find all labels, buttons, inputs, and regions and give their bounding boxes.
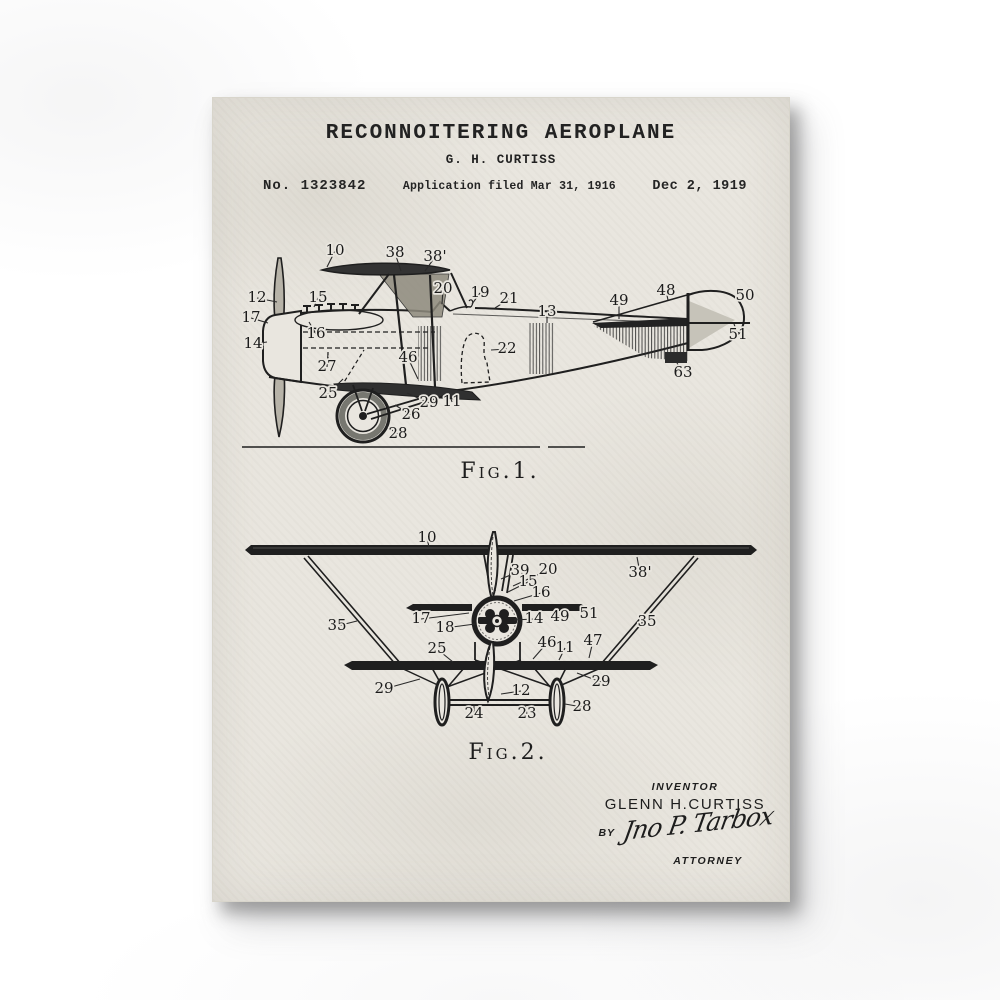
svg-text:25: 25 xyxy=(318,384,337,402)
lower-wing-front xyxy=(344,661,658,670)
svg-text:17: 17 xyxy=(241,308,260,326)
svg-text:46: 46 xyxy=(398,348,417,366)
svg-text:20: 20 xyxy=(433,279,452,297)
propeller-upper-blade xyxy=(486,531,499,604)
svg-text:38': 38' xyxy=(628,563,651,581)
application-filed: Application filed Mar 31, 1916 xyxy=(402,180,616,193)
svg-text:39: 39 xyxy=(510,561,529,579)
svg-text:51: 51 xyxy=(728,325,747,343)
svg-text:15: 15 xyxy=(308,288,327,306)
svg-text:28: 28 xyxy=(572,697,591,715)
fig1-caption: Fig.1. xyxy=(460,459,540,484)
svg-text:27: 27 xyxy=(317,357,336,375)
by-label: BY xyxy=(598,827,616,839)
svg-text:35: 35 xyxy=(637,612,656,630)
engine-front xyxy=(471,595,523,647)
patent-author: G. H. CURTISS xyxy=(445,153,557,167)
patent-poster: RECONNOITERING AEROPLANE G. H. CURTISS N… xyxy=(212,97,790,902)
upper-wing-side xyxy=(319,262,468,388)
svg-text:17: 17 xyxy=(411,609,430,627)
svg-text:47: 47 xyxy=(583,631,602,649)
svg-text:15: 15 xyxy=(518,572,537,590)
svg-text:10: 10 xyxy=(325,241,344,259)
svg-text:19: 19 xyxy=(470,283,489,301)
patent-number: No. 1323842 xyxy=(263,178,367,194)
svg-text:29: 29 xyxy=(419,393,438,411)
propeller-lower-blade xyxy=(483,641,496,704)
svg-text:38: 38 xyxy=(385,243,404,261)
svg-text:28: 28 xyxy=(388,424,407,442)
tail-side xyxy=(592,289,750,363)
inventor-label: INVENTOR xyxy=(651,781,719,793)
fuselage-front xyxy=(474,642,521,660)
inventor-name: GLENN H.CURTISS xyxy=(604,796,766,813)
svg-text:11: 11 xyxy=(442,392,461,410)
interplane-struts xyxy=(303,555,699,688)
svg-text:21: 21 xyxy=(499,289,518,307)
svg-text:11: 11 xyxy=(555,638,574,656)
patent-date: Dec 2, 1919 xyxy=(652,179,747,194)
svg-text:51: 51 xyxy=(579,604,598,622)
svg-text:14: 14 xyxy=(243,334,262,352)
patent-title: RECONNOITERING AEROPLANE xyxy=(325,122,677,145)
svg-text:24: 24 xyxy=(464,704,483,722)
svg-text:13: 13 xyxy=(537,302,556,320)
svg-text:14: 14 xyxy=(524,609,543,627)
fig2-caption: Fig.2. xyxy=(468,740,548,765)
svg-text:16: 16 xyxy=(306,324,325,342)
svg-text:48: 48 xyxy=(656,281,675,299)
svg-text:25: 25 xyxy=(427,639,446,657)
svg-text:46: 46 xyxy=(537,633,556,651)
signature-block: INVENTOR GLENN H.CURTISS BY Jno P. Tarbo… xyxy=(585,781,785,867)
top-wing-front xyxy=(245,545,757,555)
svg-text:63: 63 xyxy=(673,363,692,381)
poster-header: RECONNOITERING AEROPLANE G. H. CURTISS xyxy=(213,122,789,167)
svg-text:29: 29 xyxy=(591,672,610,690)
svg-text:22: 22 xyxy=(497,339,516,357)
svg-text:35: 35 xyxy=(327,616,346,634)
svg-text:20: 20 xyxy=(538,560,557,578)
svg-text:10: 10 xyxy=(417,528,436,546)
svg-text:49: 49 xyxy=(609,291,628,309)
landing-gear-front xyxy=(431,667,567,727)
svg-text:26: 26 xyxy=(401,405,420,423)
svg-text:18: 18 xyxy=(435,618,454,636)
svg-text:12: 12 xyxy=(247,288,266,306)
svg-text:29: 29 xyxy=(374,679,393,697)
fig1-labels: 10 38 38' 12 15 17 16 14 27 25 20 19 21 13 49 48 50 51 22 6… xyxy=(240,239,757,444)
svg-text:23: 23 xyxy=(517,704,536,722)
svg-text:49: 49 xyxy=(550,607,569,625)
stabilizer-front xyxy=(406,604,588,611)
fig1-drawing: 10 38 38' 12 15 17 16 14 27 25 20 19 21 13 49 48 50 51 22 6… xyxy=(240,239,757,448)
patent-meta-row: No. 1323842 Application filed Mar 31, 19… xyxy=(263,178,747,194)
by-row: BY Jno P. Tarbox xyxy=(585,801,785,853)
svg-text:38': 38' xyxy=(423,247,446,265)
svg-text:50: 50 xyxy=(735,286,754,304)
attorney-label: ATTORNEY xyxy=(673,855,743,867)
svg-text:12: 12 xyxy=(511,681,530,699)
svg-text:16: 16 xyxy=(531,583,550,601)
engine-side xyxy=(294,303,384,331)
landing-gear-side xyxy=(335,384,451,444)
